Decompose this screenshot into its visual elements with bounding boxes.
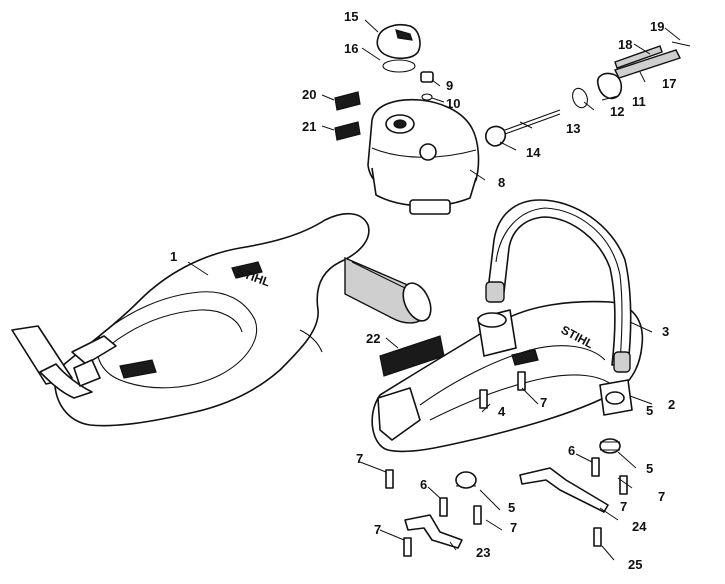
bracket-part-24	[519, 467, 609, 513]
fuel-tank-part-8	[367, 98, 480, 215]
screws	[385, 371, 628, 557]
callout-15: 15	[344, 9, 359, 24]
grip-tube	[344, 256, 432, 324]
callout-8: 8	[498, 175, 506, 190]
handle-housing-part-2	[371, 300, 644, 453]
callout-10: 10	[446, 96, 461, 111]
callout-12: 12	[610, 104, 625, 119]
callout-21: 21	[302, 119, 317, 134]
callout-5c: 5	[646, 403, 654, 418]
callout-7b: 7	[510, 520, 518, 535]
callout-9: 9	[446, 78, 454, 93]
callout-14: 14	[526, 145, 541, 160]
callout-22: 22	[366, 331, 381, 346]
tank-cap-part-15	[376, 23, 421, 73]
callout-7c: 7	[658, 489, 666, 504]
callout-6b: 6	[420, 477, 428, 492]
callout-18: 18	[618, 37, 633, 52]
callout-20: 20	[302, 87, 317, 102]
callout-16: 16	[344, 41, 359, 56]
callout-25: 25	[628, 557, 643, 572]
vibration-springs	[455, 438, 621, 489]
handle-housing-part-1	[11, 212, 370, 427]
callout-17: 17	[662, 76, 677, 91]
fuel-line-parts-11-14	[485, 41, 691, 147]
small-fittings-9-10	[420, 71, 434, 101]
callout-5a: 5	[646, 461, 654, 476]
callout-1: 1	[170, 249, 178, 264]
callout-11: 11	[632, 94, 646, 109]
callout-23: 23	[476, 545, 491, 560]
callout-24: 24	[632, 519, 647, 534]
callout-6a: 6	[568, 443, 576, 458]
callout-19: 19	[650, 19, 665, 34]
callout-7a: 7	[356, 451, 364, 466]
leader-lines	[187, 19, 681, 561]
callout-3: 3	[662, 324, 670, 339]
label-plates	[334, 91, 445, 377]
callout-2: 2	[668, 397, 676, 412]
callout-5b: 5	[508, 500, 516, 515]
loop-handle-part-3	[485, 199, 632, 373]
callout-4: 4	[498, 404, 506, 419]
bracket-part-23	[404, 514, 463, 549]
callout-7f: 7	[620, 499, 628, 514]
callout-7e: 7	[540, 395, 548, 410]
callout-7d: 7	[374, 522, 382, 537]
callout-13: 13	[566, 121, 581, 136]
